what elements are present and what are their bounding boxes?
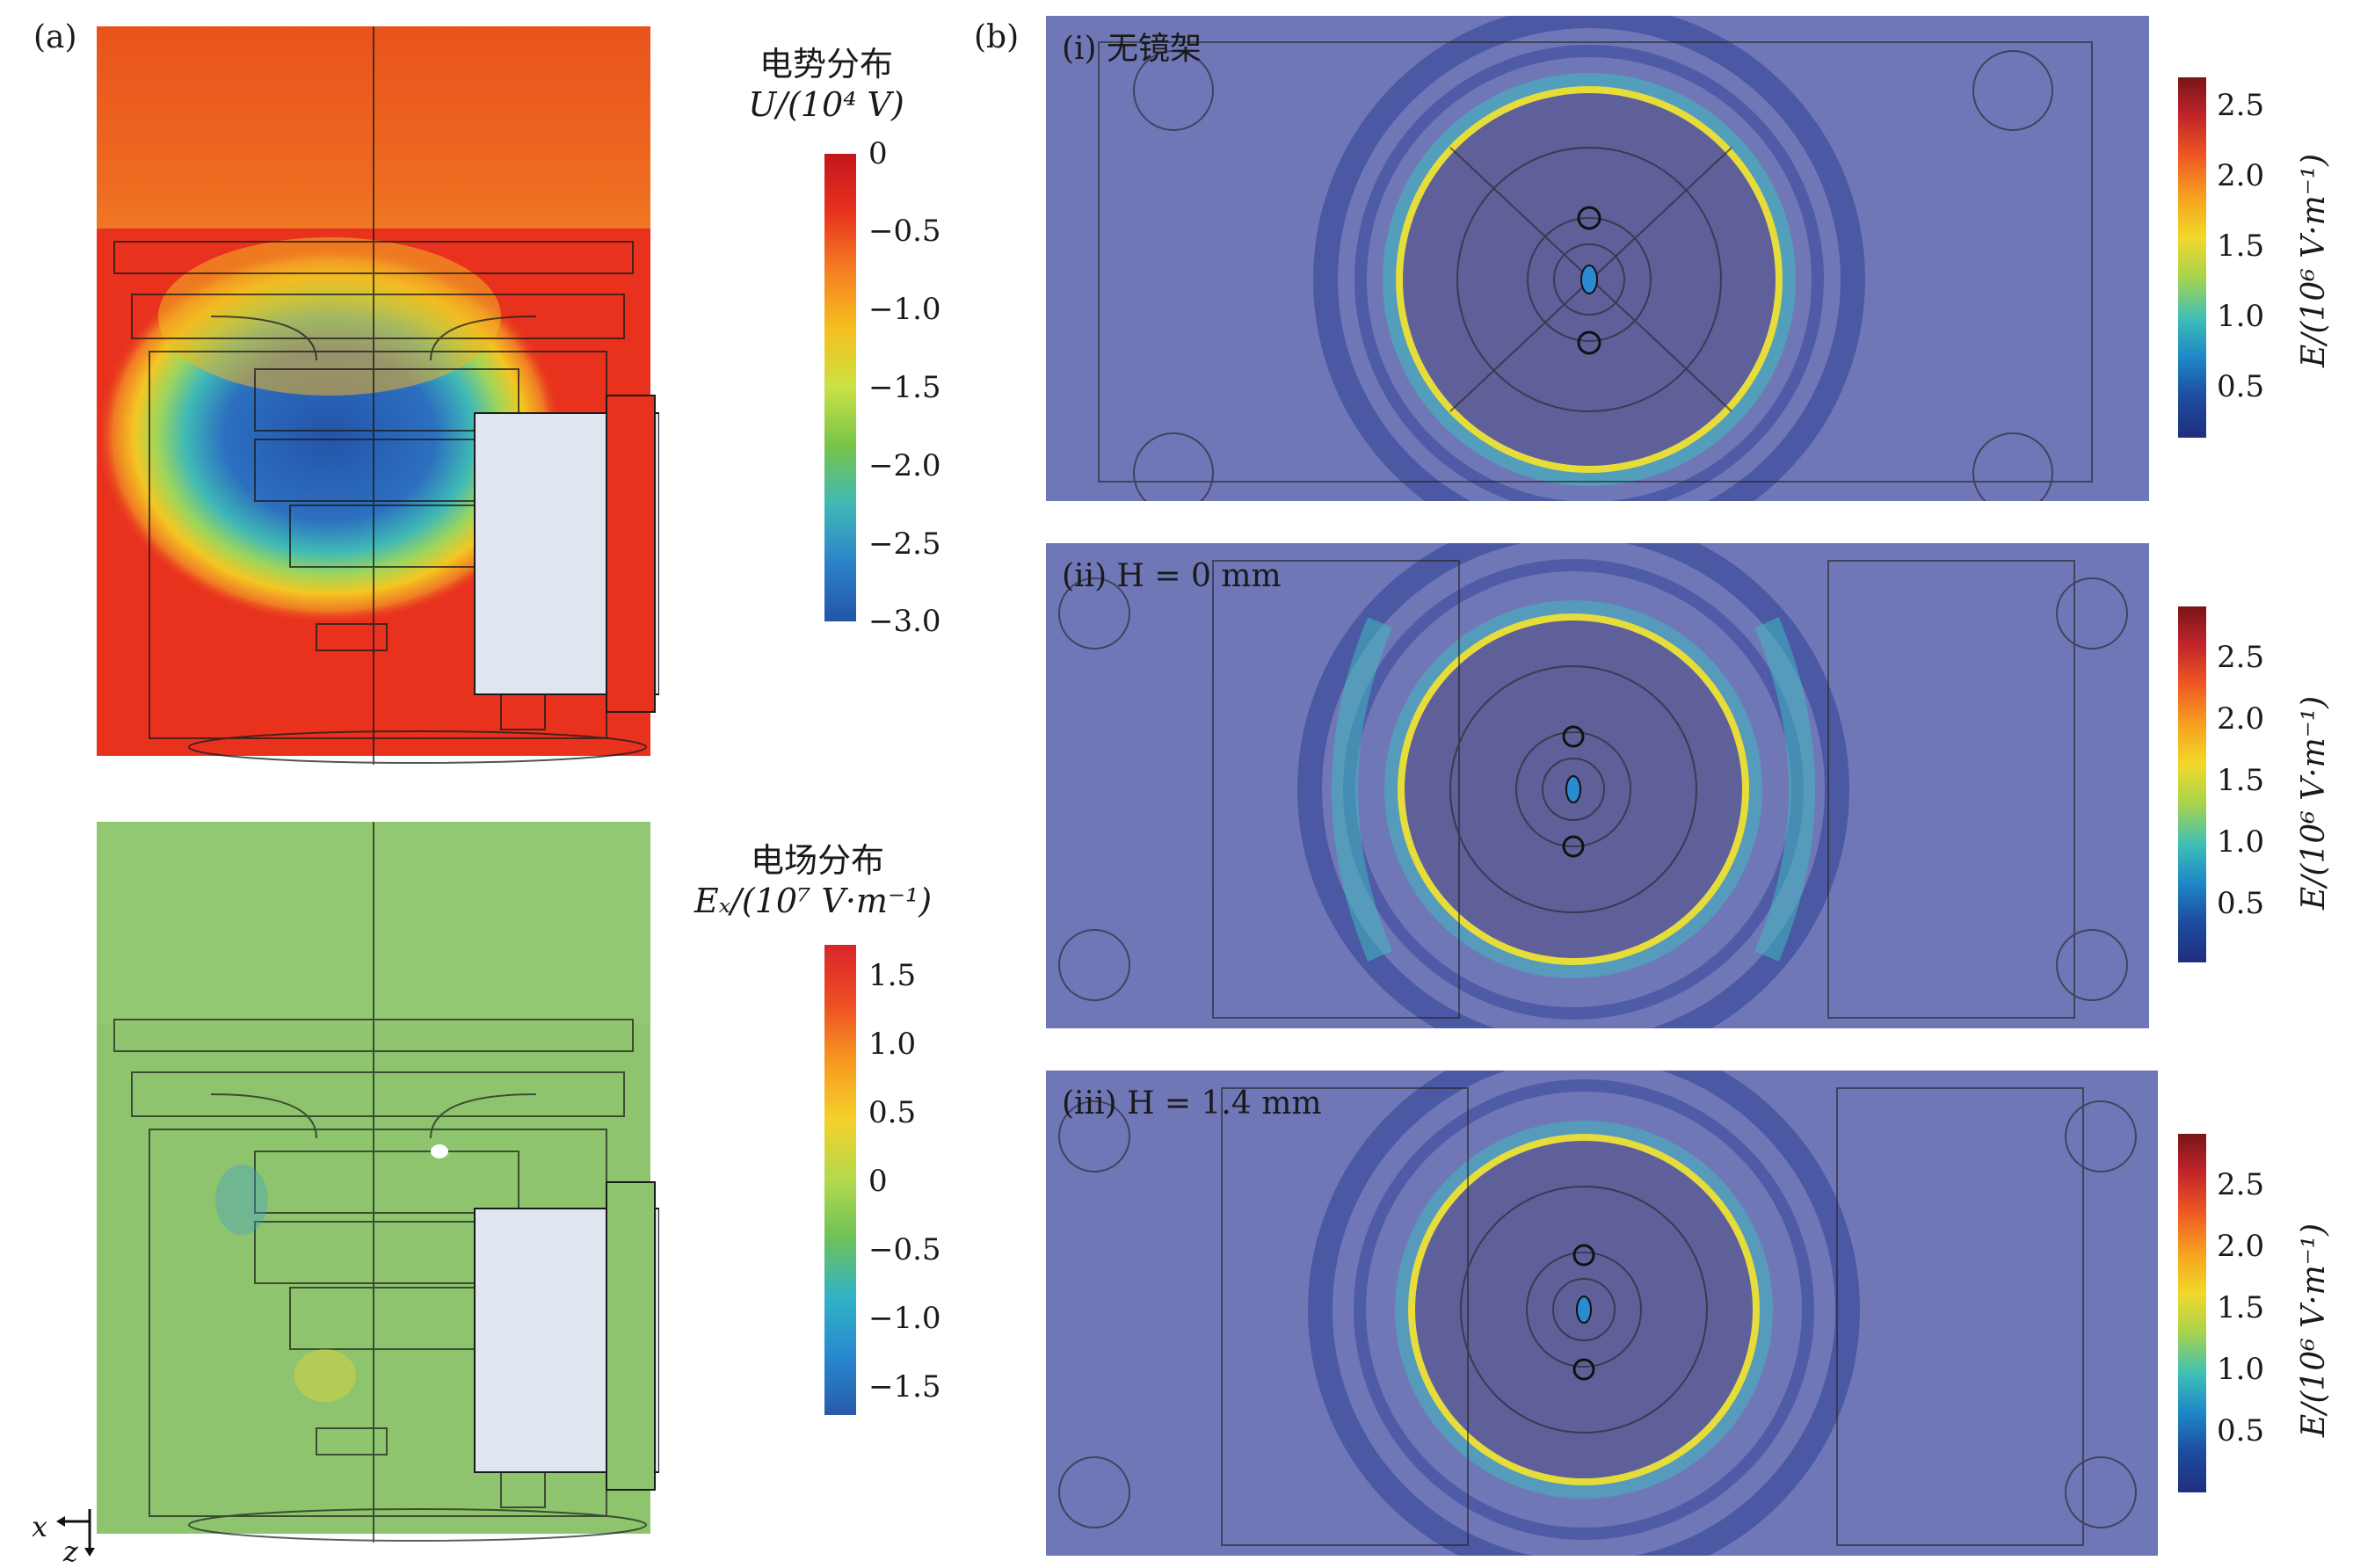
field-tick: 0.5 xyxy=(868,1095,917,1130)
potential-distribution-map xyxy=(97,26,659,765)
potential-tick: −1.5 xyxy=(868,370,941,405)
panel-b-label: (b) xyxy=(974,19,1020,55)
colorbar-i-tick: 0.5 xyxy=(2217,369,2265,404)
colorbar-ii-tick: 1.5 xyxy=(2217,763,2265,798)
colorbar-iii-tick: 2.5 xyxy=(2217,1167,2265,1202)
colorbar-iii-tick: 0.5 xyxy=(2217,1413,2265,1448)
potential-colorbar xyxy=(824,154,856,621)
field-colorbar xyxy=(824,945,856,1415)
subpanel-i-tag: (i) 无镜架 xyxy=(1062,31,1202,67)
potential-tick: −0.5 xyxy=(868,214,941,249)
colorbar-i xyxy=(2178,77,2206,438)
colorbar-ii xyxy=(2178,606,2206,962)
colorbar-iii-tick: 1.5 xyxy=(2217,1290,2265,1325)
field-map-i xyxy=(1046,16,2149,501)
axis-x-label: x xyxy=(32,1510,48,1543)
subpanel-ii-tag: (ii) H = 0 mm xyxy=(1062,558,1282,594)
colorbar-i-label: E/(10⁶ V·m⁻¹) xyxy=(2296,153,2332,367)
subpanel-iii-tag: (iii) H = 1.4 mm xyxy=(1062,1085,1322,1122)
colorbar-iii xyxy=(2178,1134,2206,1492)
potential-tick: −3.0 xyxy=(868,604,941,639)
field-distribution-map xyxy=(97,822,659,1543)
axis-z-label: z xyxy=(63,1535,78,1568)
axis-arrows-icon xyxy=(56,1509,95,1557)
field-tick: −0.5 xyxy=(868,1232,941,1267)
colorbar-ii-label: E/(10⁶ V·m⁻¹) xyxy=(2296,695,2332,910)
field-map-iii xyxy=(1046,1071,2158,1556)
side-flange-field xyxy=(474,1181,659,1491)
colorbar-ii-tick: 0.5 xyxy=(2217,886,2265,921)
colorbar-iii-tick: 2.0 xyxy=(2217,1229,2265,1264)
field-title-unit: Eₓ/(10⁷ V·m⁻¹) xyxy=(694,882,933,920)
panel-a-label: (a) xyxy=(33,19,77,55)
field-tick: −1.5 xyxy=(868,1369,941,1405)
potential-tick: −2.0 xyxy=(868,448,941,483)
colorbar-i-tick: 1.0 xyxy=(2217,299,2265,334)
field-tick: 1.0 xyxy=(868,1027,917,1062)
colorbar-iii-label: E/(10⁶ V·m⁻¹) xyxy=(2296,1223,2332,1437)
colorbar-i-tick: 1.5 xyxy=(2217,229,2265,264)
field-title-cn: 电场分布 xyxy=(750,841,884,880)
field-tick: −1.0 xyxy=(868,1301,941,1336)
colorbar-iii-tick: 1.0 xyxy=(2217,1352,2265,1387)
field-tick: 1.5 xyxy=(868,958,917,993)
potential-title-unit: U/(10⁴ V) xyxy=(748,85,904,124)
colorbar-i-tick: 2.5 xyxy=(2217,88,2265,123)
potential-tick: −1.0 xyxy=(868,292,941,327)
colorbar-ii-tick: 2.5 xyxy=(2217,640,2265,675)
potential-tick: −2.5 xyxy=(868,526,941,562)
colorbar-ii-tick: 2.0 xyxy=(2217,701,2265,737)
colorbar-ii-tick: 1.0 xyxy=(2217,824,2265,860)
potential-tick: 0 xyxy=(868,136,888,171)
field-map-ii xyxy=(1046,543,2149,1028)
side-flange xyxy=(474,395,659,713)
colorbar-i-tick: 2.0 xyxy=(2217,158,2265,193)
potential-title-cn: 电势分布 xyxy=(759,45,893,83)
field-tick: 0 xyxy=(868,1164,888,1199)
